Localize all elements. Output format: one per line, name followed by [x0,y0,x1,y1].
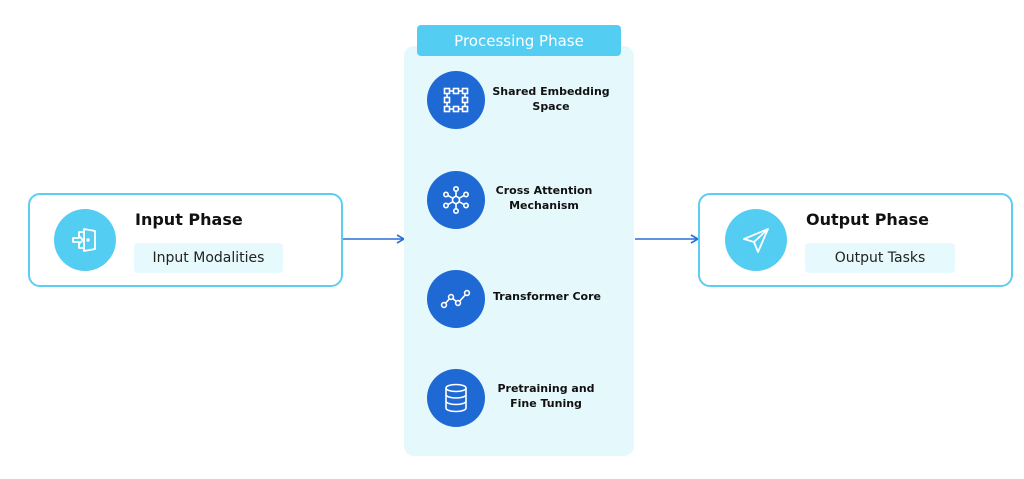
step-label-line1: Transformer Core [493,290,601,303]
step-label-pretraining: Pretraining and Fine Tuning [486,381,606,411]
database-icon [427,369,485,427]
step-label-line1: Pretraining and [497,382,595,395]
step-label-line2: Fine Tuning [510,397,582,410]
paper-plane-icon [725,209,787,271]
step-label-line2: Space [532,100,570,113]
line-graph-icon [427,270,485,328]
step-label-line1: Cross Attention [495,184,593,197]
step-label-line1: Shared Embedding [492,85,610,98]
door-enter-icon [54,209,116,271]
output-phase-title: Output Phase [806,210,929,229]
processing-phase-header: Processing Phase [417,25,621,56]
input-phase-title: Input Phase [135,210,243,229]
output-tasks-pill: Output Tasks [805,243,955,273]
input-modalities-pill: Input Modalities [134,243,283,273]
step-label-shared-embedding: Shared Embedding Space [486,84,616,114]
bounding-box-icon [427,71,485,129]
step-label-transformer-core: Transformer Core [486,289,608,304]
step-label-line2: Mechanism [509,199,579,212]
network-hub-icon [427,171,485,229]
step-label-cross-attention: Cross Attention Mechanism [486,183,602,213]
